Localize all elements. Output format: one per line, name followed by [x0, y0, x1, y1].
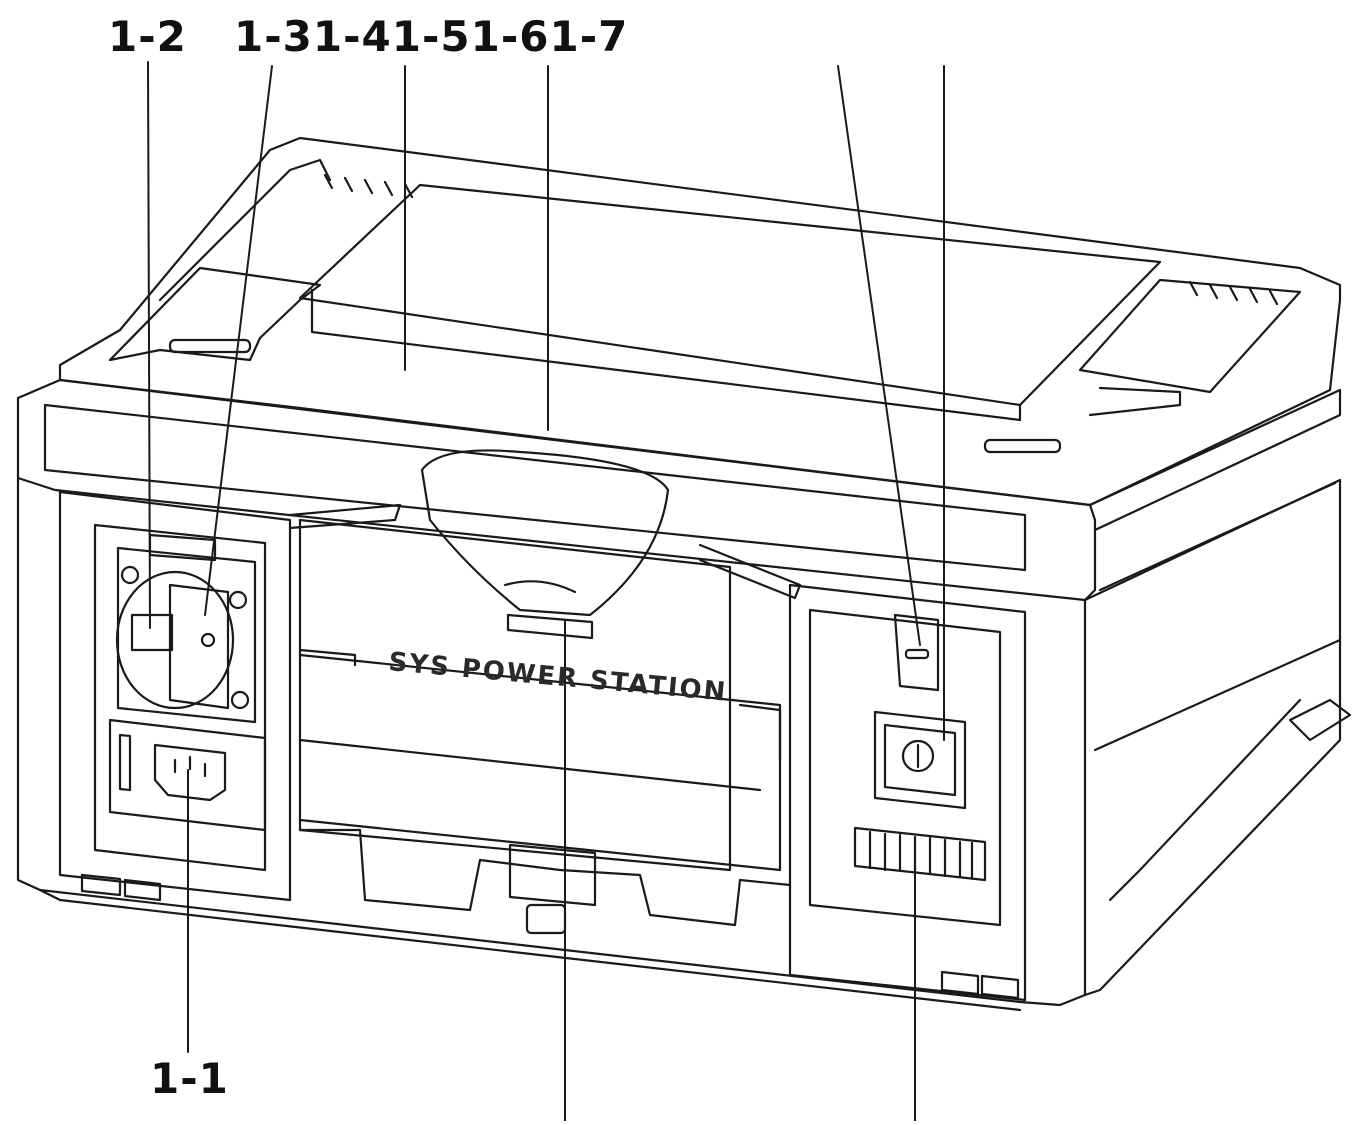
lid-inner-panel-edge — [310, 288, 1022, 422]
left-module-frame — [58, 490, 292, 902]
lid-left-recess — [108, 266, 322, 362]
latch-right — [698, 543, 802, 600]
inlet-lever — [118, 733, 132, 792]
outlet-latch — [130, 613, 174, 652]
battery-gauge — [853, 826, 987, 882]
outlet-flip-cover — [168, 583, 230, 710]
outlet-screw-tl — [120, 565, 140, 585]
center-side-bracket-right — [738, 703, 782, 762]
center-shelf — [298, 738, 762, 792]
lid-slot-left — [168, 338, 252, 354]
power-button-housing — [873, 710, 967, 810]
lid-left-recess-inner — [158, 158, 332, 302]
lid-right-recess-inner — [1088, 386, 1182, 417]
center-tab — [508, 843, 597, 907]
inlet-pins — [173, 755, 207, 778]
callout-label-1-2: 1-2 — [108, 12, 187, 61]
leader-1-2 — [147, 61, 151, 629]
latch-left — [288, 503, 402, 530]
center-label-recess — [298, 653, 782, 872]
lid-front-band-inner — [43, 403, 1027, 572]
lid-side-right — [1088, 388, 1342, 532]
lid-top-outline — [58, 136, 1342, 507]
handle-grip — [503, 580, 577, 594]
outlet-face — [115, 570, 235, 710]
body-bottom-edge — [38, 888, 1022, 1012]
handle-stem — [506, 613, 594, 640]
lid-front-band — [16, 378, 1097, 602]
lid-right-vent — [1188, 280, 1279, 306]
foot-left-2 — [123, 878, 162, 902]
lid-slot-right — [983, 438, 1062, 454]
lid-inner-panel — [298, 183, 1162, 407]
body-right-side-lines — [1093, 481, 1342, 902]
callout-label-1-1: 1-1 — [150, 1054, 229, 1103]
inlet-connector — [153, 743, 227, 802]
center-latch — [525, 903, 567, 935]
handle — [420, 449, 670, 617]
outlet-pin — [200, 632, 216, 648]
callout-label-group: 1-31-41-51-61-7 — [234, 12, 629, 61]
center-bottom-step — [298, 828, 792, 927]
power-icon — [901, 739, 935, 773]
lid-left-vent — [323, 173, 414, 199]
foot-side — [1288, 698, 1352, 742]
foot-right-2 — [980, 974, 1020, 1000]
usb-port — [893, 613, 940, 692]
center-side-bracket-left — [298, 648, 357, 667]
leader-1-3 — [204, 65, 273, 616]
right-module-frame — [788, 583, 1027, 1002]
outlet-screw-br — [230, 690, 250, 710]
left-module-inner — [93, 523, 267, 872]
usb-slot — [904, 648, 930, 660]
brand-label: SYS POWER STATION — [387, 647, 728, 708]
foot-left-1 — [80, 873, 122, 897]
center-panel — [298, 518, 732, 872]
foot-right-1 — [940, 970, 980, 996]
lid-right-recess — [1078, 278, 1302, 394]
leader-1-6 — [837, 65, 921, 646]
power-button — [883, 723, 957, 797]
outlet-screw-tr — [228, 590, 248, 610]
inlet-panel — [108, 718, 267, 832]
right-module-inner — [808, 608, 1002, 927]
